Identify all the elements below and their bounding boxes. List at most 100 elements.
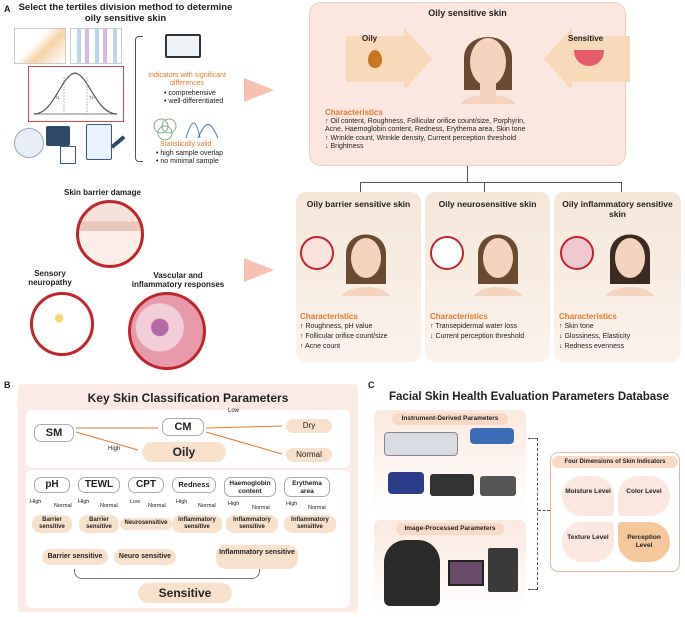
connector [360, 182, 622, 183]
panel-b-title: Key Skin Classification Parameters [87, 391, 289, 405]
image-label: Image-Processed Parameters [396, 523, 504, 535]
char-line: ↑ Oil content, Roughness, Follicular ori… [325, 118, 525, 125]
normal-result: Normal [286, 448, 332, 462]
connector [467, 166, 468, 182]
flow-arrows [75, 425, 283, 455]
boxplot-thumb [70, 28, 122, 64]
instrument-label: Instrument-Derived Parameters [392, 413, 508, 425]
redness-box: Redness [172, 477, 216, 493]
oily-sensitive-title: Oily sensitive skin [428, 8, 507, 18]
device-icon [430, 474, 474, 496]
group-barrier-sensitive: Barrier sensitive [42, 549, 108, 565]
density-icon [184, 116, 224, 140]
device-icon [388, 472, 424, 494]
high-label: High [78, 499, 90, 505]
ph-box: pH [34, 477, 70, 493]
normal-label: Normal [54, 503, 72, 509]
low-label: Low [228, 408, 240, 414]
subtype-characteristics: ↑ Transepidermal water loss ↓ Current pe… [430, 322, 550, 342]
vessel-circle [128, 292, 206, 370]
stat-item-2: • no minimal sample [156, 158, 219, 165]
erythema-box: Erythema area [284, 477, 330, 497]
barrier-damage-circle [76, 200, 144, 268]
char-line: ↑ Skin tone [559, 323, 594, 330]
high-label: High [228, 501, 240, 507]
sensory-neuropathy-label: Sensory neuropathy [28, 269, 72, 287]
connector [621, 182, 622, 192]
high-label: High [176, 499, 188, 505]
four-dimensions-label: Four Dimensions of Skin Indicators [552, 456, 678, 468]
indicators-item-2: • well-differentiated [164, 98, 224, 105]
oily-arrow [346, 28, 432, 90]
panel-c-title: Facial Skin Health Evaluation Parameters… [389, 391, 669, 403]
main-characteristics: ↑ Oil content, Roughness, Follicular ori… [325, 118, 621, 152]
stat-item-1: • high sample overlap [156, 150, 224, 157]
document-icon [60, 146, 76, 164]
normal-label: Normal [100, 503, 118, 509]
inflammatory-sensitive-node: Inflammatory sensitive [284, 515, 336, 533]
zoom-circle [560, 236, 594, 270]
monitor-icon [165, 34, 201, 58]
barrier-sensitive-node: Barrier sensitive [32, 515, 72, 533]
characteristics-label: Characteristics [430, 312, 488, 321]
high-label: High [30, 499, 42, 505]
char-line: ↑ Wrinkle count, Wrinkle density, Curren… [325, 134, 517, 142]
group-neuro-sensitive: Neuro sensitive [114, 549, 176, 565]
monitor-icon [448, 560, 484, 586]
normal-label: Normal [198, 503, 216, 509]
haemoglobin-box: Haemoglobin content [224, 477, 276, 497]
subtype-title: Oily inflammatory sensitive skin [562, 199, 673, 219]
characteristics-label: Characteristics [325, 108, 383, 117]
dashed-bracket [528, 438, 538, 590]
normal-label: Normal [252, 505, 270, 511]
color-level: Color Level [618, 476, 670, 516]
pen-icon [110, 135, 126, 149]
method-title: Select the tertiles division method to d… [18, 2, 233, 24]
inflammatory-sensitive-node: Inflammatory sensitive [226, 515, 278, 533]
panel-letter-a: A [4, 4, 11, 14]
char-line: ↓ Glossiness, Elasticity [559, 333, 631, 340]
char-line: ↑ Roughness, pH value [300, 323, 373, 330]
subtype-characteristics: ↑ Skin tone ↓ Glossiness, Elasticity ↓ R… [559, 322, 679, 352]
inflamed-skin-icon [574, 50, 604, 66]
stat-title: Statistically valid [160, 141, 212, 148]
characteristics-label: Characteristics [300, 312, 358, 321]
char-line: ↑ Acne count [300, 343, 341, 350]
face-illustration [338, 222, 394, 296]
zoom-circle [300, 236, 334, 270]
inflammatory-sensitive-node: Inflammatory sensitive [172, 515, 222, 533]
imaging-booth-icon [384, 540, 440, 606]
cm-box: CM [162, 418, 204, 436]
network-plot-thumb [14, 28, 66, 64]
venn-icon [150, 116, 180, 142]
high-label: High [108, 446, 121, 452]
connector [484, 182, 485, 192]
barrier-damage-label: Skin barrier damage [64, 188, 141, 197]
bracket [135, 36, 143, 162]
arrow-right-icon [244, 78, 274, 102]
instrument-panel [374, 410, 526, 514]
dashed-connector [538, 510, 550, 511]
perception-level: Perception Level [618, 522, 670, 562]
normal-label: Normal [308, 505, 326, 511]
low-label: Low [130, 499, 141, 505]
neurosensitive-node: Neurosensitive [120, 518, 172, 530]
device-icon [480, 476, 516, 496]
sensitive-result: Sensitive [138, 583, 232, 603]
face-illustration [602, 222, 658, 296]
subtype-characteristics: ↑ Roughness, pH value ↑ Follicular orifi… [300, 322, 420, 352]
tick-t1: T1 [55, 95, 60, 100]
probe-icon [470, 428, 514, 444]
sensitive-label: Sensitive [568, 34, 604, 43]
connector [360, 182, 361, 192]
subtype-title: Oily barrier sensitive skin [306, 199, 411, 209]
book-icon [46, 126, 70, 146]
indicators-item-1: • comprehensive [164, 90, 216, 97]
panel-letter-c: C [368, 380, 375, 390]
indicators-title: Indicators with significant differences [148, 72, 226, 87]
doctor-icon [14, 128, 44, 158]
subtype-title: Oily neurosensitive skin [438, 199, 537, 209]
zoom-circle [430, 236, 464, 270]
texture-level: Texture Level [562, 522, 614, 562]
high-label: High [286, 501, 298, 507]
